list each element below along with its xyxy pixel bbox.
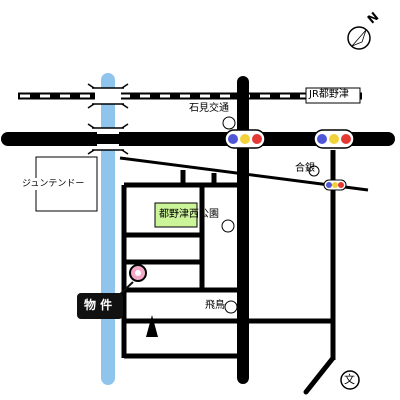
intersection-label-gogin: 合銀 [295, 163, 315, 174]
bus-stop-label-asuka: 飛鳥 [205, 300, 225, 311]
road-bridge [87, 123, 129, 155]
intersection-label-ishimi: 石見交通 [189, 103, 229, 114]
store-label: ジュンテンドー [22, 178, 85, 190]
school-icon [340, 370, 360, 390]
property-marker [129, 264, 147, 282]
bus-stop-icon [221, 219, 235, 233]
traffic-signal-small [323, 179, 347, 191]
property-label: 物 件 [84, 298, 113, 312]
property-label-bubble [77, 281, 134, 319]
park-area [154, 202, 198, 228]
north-arrow-icon [347, 26, 371, 50]
bus-stop-icon [222, 116, 236, 130]
school-label: 文 [344, 373, 355, 386]
railway-bridge [87, 83, 129, 109]
station-label: JR都野津 [309, 89, 349, 100]
station-label-box [305, 87, 361, 104]
bus-stop-icon [308, 165, 320, 177]
bus-stop-icon [224, 300, 238, 314]
traffic-signal-center [224, 129, 266, 149]
shrine-icon [146, 315, 158, 337]
local-streets [121, 170, 333, 359]
traffic-signal-right [313, 129, 355, 149]
park-label: 都野津西公園 [159, 209, 219, 220]
